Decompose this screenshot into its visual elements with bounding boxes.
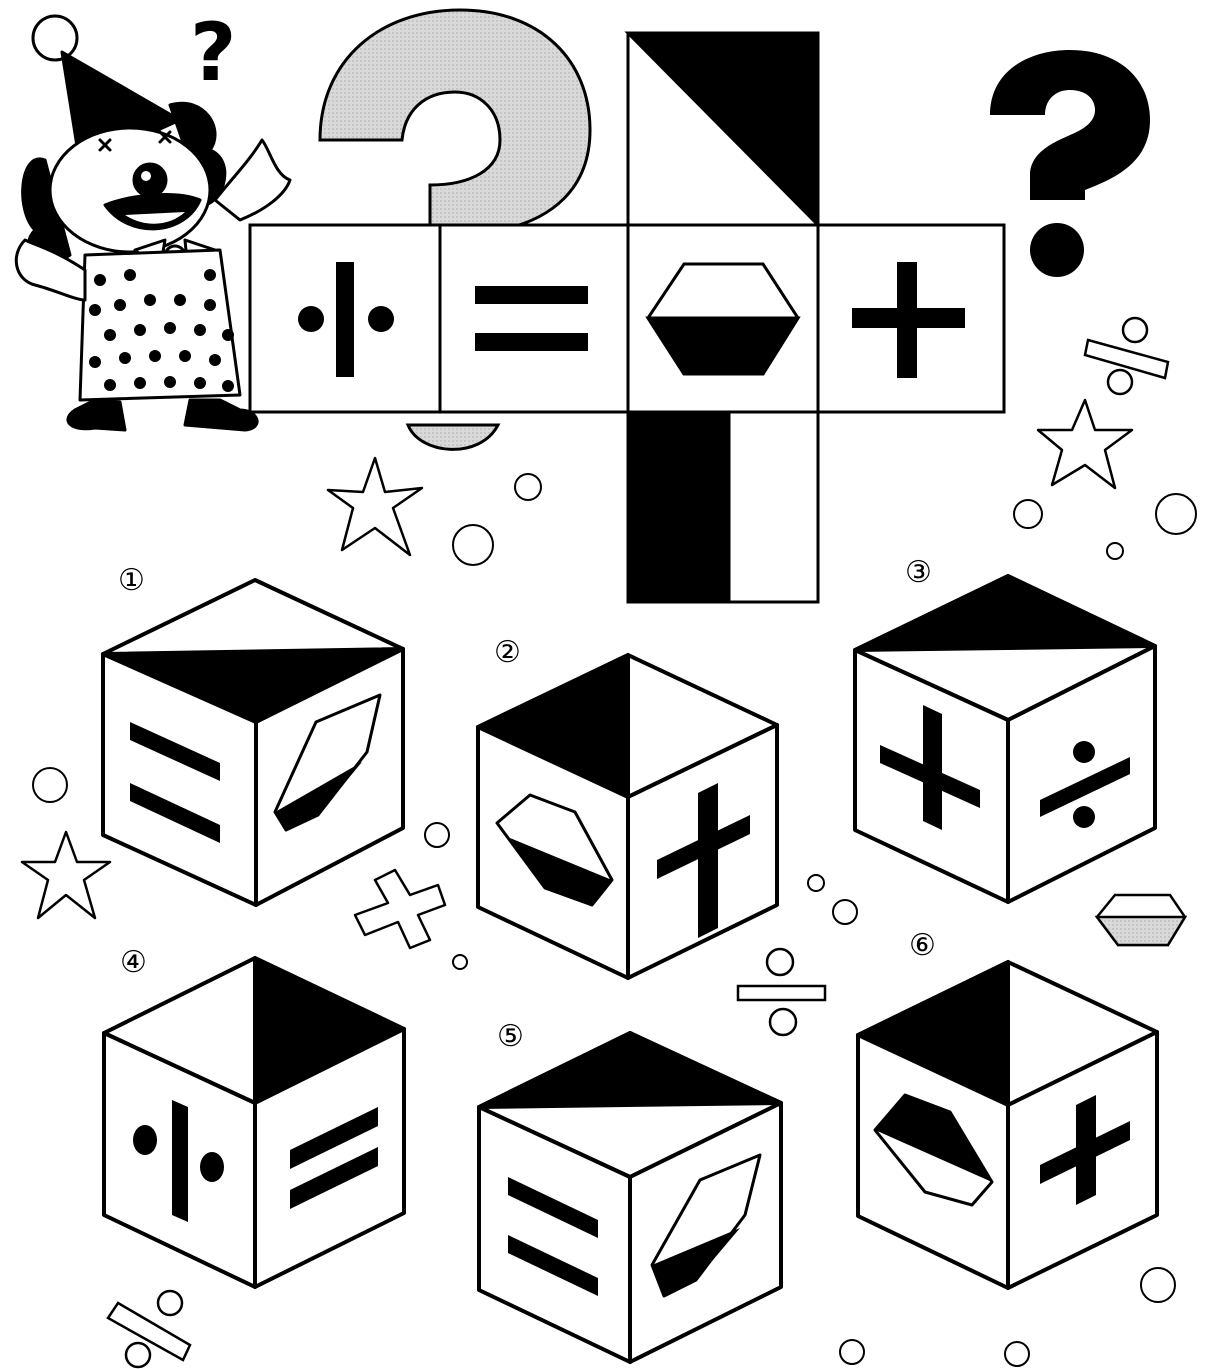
option-label: ⑥ — [909, 928, 936, 963]
plus-outline-icon — [355, 870, 445, 948]
option-cube-5[interactable]: ⑤ — [479, 1019, 781, 1362]
star-icon — [328, 458, 422, 555]
svg-text:?: ? — [190, 6, 236, 99]
option-cube-6[interactable]: ⑥ — [858, 928, 1157, 1288]
option-label: ② — [494, 635, 521, 670]
net-face-left — [250, 225, 440, 412]
net-face-bottom — [628, 412, 818, 602]
question-mark-icon: ? — [190, 6, 236, 99]
option-cube-1[interactable]: ① — [103, 563, 403, 905]
star-icon — [22, 832, 110, 918]
hexagon-icon — [1097, 895, 1185, 945]
divide-outline-icon — [738, 949, 825, 1035]
net-face-center — [628, 225, 818, 412]
option-cube-2[interactable]: ② — [478, 635, 777, 978]
divide-outline-icon — [1085, 318, 1168, 394]
option-label: ① — [118, 563, 145, 598]
option-label: ③ — [905, 555, 932, 590]
star-icon — [1038, 400, 1132, 488]
net-face-right — [818, 225, 1004, 412]
option-label: ⑤ — [497, 1019, 524, 1054]
option-cube-3[interactable]: ③ — [855, 555, 1155, 902]
option-cube-4[interactable]: ④ — [104, 945, 404, 1287]
question-mark-icon — [990, 50, 1150, 277]
divide-outline-icon — [108, 1291, 190, 1367]
net-face-center-left — [440, 225, 628, 412]
option-label: ④ — [120, 945, 147, 980]
net-face-top — [628, 33, 818, 225]
